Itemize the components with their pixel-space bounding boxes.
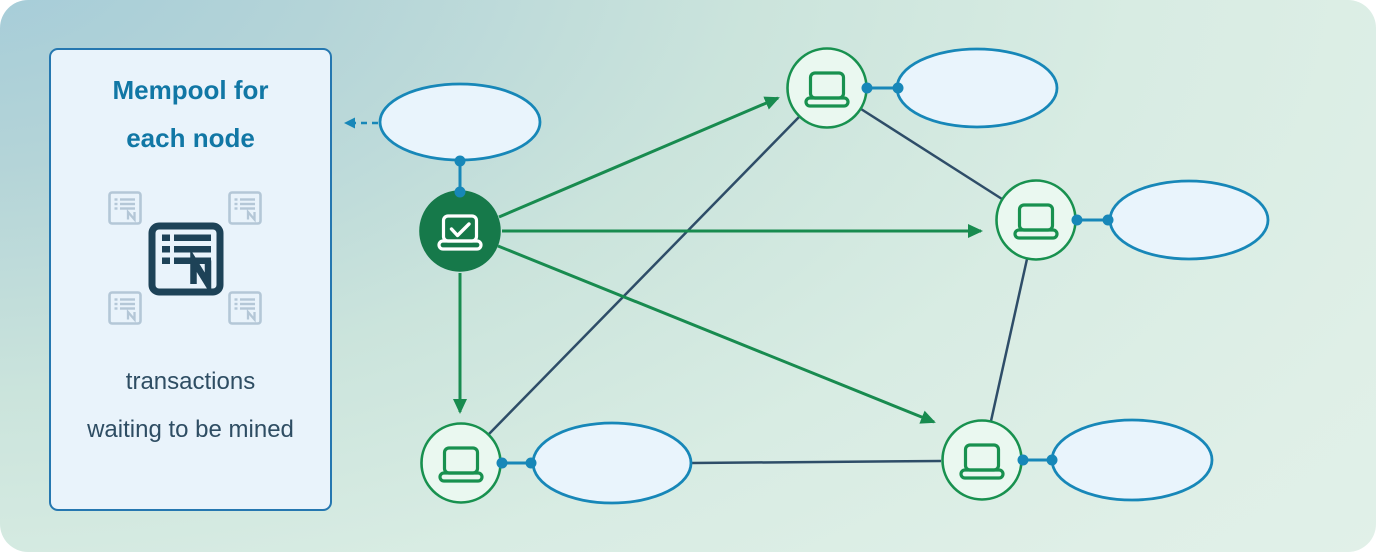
node-middle-right xyxy=(995,179,1077,261)
nodes xyxy=(419,47,1077,504)
laptop-check-icon xyxy=(437,214,483,251)
node-top-right xyxy=(786,47,868,129)
connector-dot xyxy=(525,457,537,469)
panel-caption-line-1: transactions xyxy=(125,368,256,395)
broadcast-arrow xyxy=(497,244,936,424)
broadcast-arrows xyxy=(453,96,983,424)
connector-dot xyxy=(454,186,466,198)
laptop-icon xyxy=(438,446,484,483)
connector-dot xyxy=(892,82,904,94)
node-bottom-right xyxy=(941,419,1023,501)
connector-dots xyxy=(454,82,1114,469)
mempool-ellipse-middle-right xyxy=(1108,179,1270,261)
peer-link xyxy=(860,107,1003,201)
laptop-icon xyxy=(1013,203,1059,240)
peer-links xyxy=(488,107,1029,465)
peer-link xyxy=(691,459,942,465)
mempool-ellipse-top-right xyxy=(895,47,1059,129)
broadcast-arrow xyxy=(498,96,780,219)
laptop-icon xyxy=(804,71,850,108)
connector-dot xyxy=(1071,214,1083,226)
connector-dot xyxy=(1102,214,1114,226)
laptop-icon xyxy=(959,443,1005,480)
connector-dot xyxy=(861,82,873,94)
connector-dot xyxy=(1046,454,1058,466)
panel-title-line-2: each node xyxy=(126,123,255,153)
peer-link xyxy=(488,116,800,435)
mempool-panel: Mempool for each node transactions waiti… xyxy=(49,48,332,511)
panel-title: Mempool for each node xyxy=(51,66,330,162)
node-bottom-left xyxy=(420,422,502,504)
mempool-ellipse-bottom-right xyxy=(1050,418,1214,502)
panel-caption-line-2: waiting to be mined xyxy=(87,416,294,443)
connector-dot xyxy=(496,457,508,469)
panel-title-line-1: Mempool for xyxy=(112,75,269,105)
connector-dot xyxy=(454,155,466,167)
mempool-ellipse-bottom-left xyxy=(531,421,693,505)
node-central xyxy=(419,190,501,272)
connector-dot xyxy=(1017,454,1029,466)
panel-caption: transactions waiting to be mined xyxy=(51,358,330,454)
ellipse-connectors xyxy=(458,86,1109,465)
mempool-ellipses xyxy=(378,47,1270,505)
peer-link xyxy=(989,258,1029,422)
node-icons xyxy=(437,71,1059,483)
mempool-ellipse-central xyxy=(378,82,542,162)
